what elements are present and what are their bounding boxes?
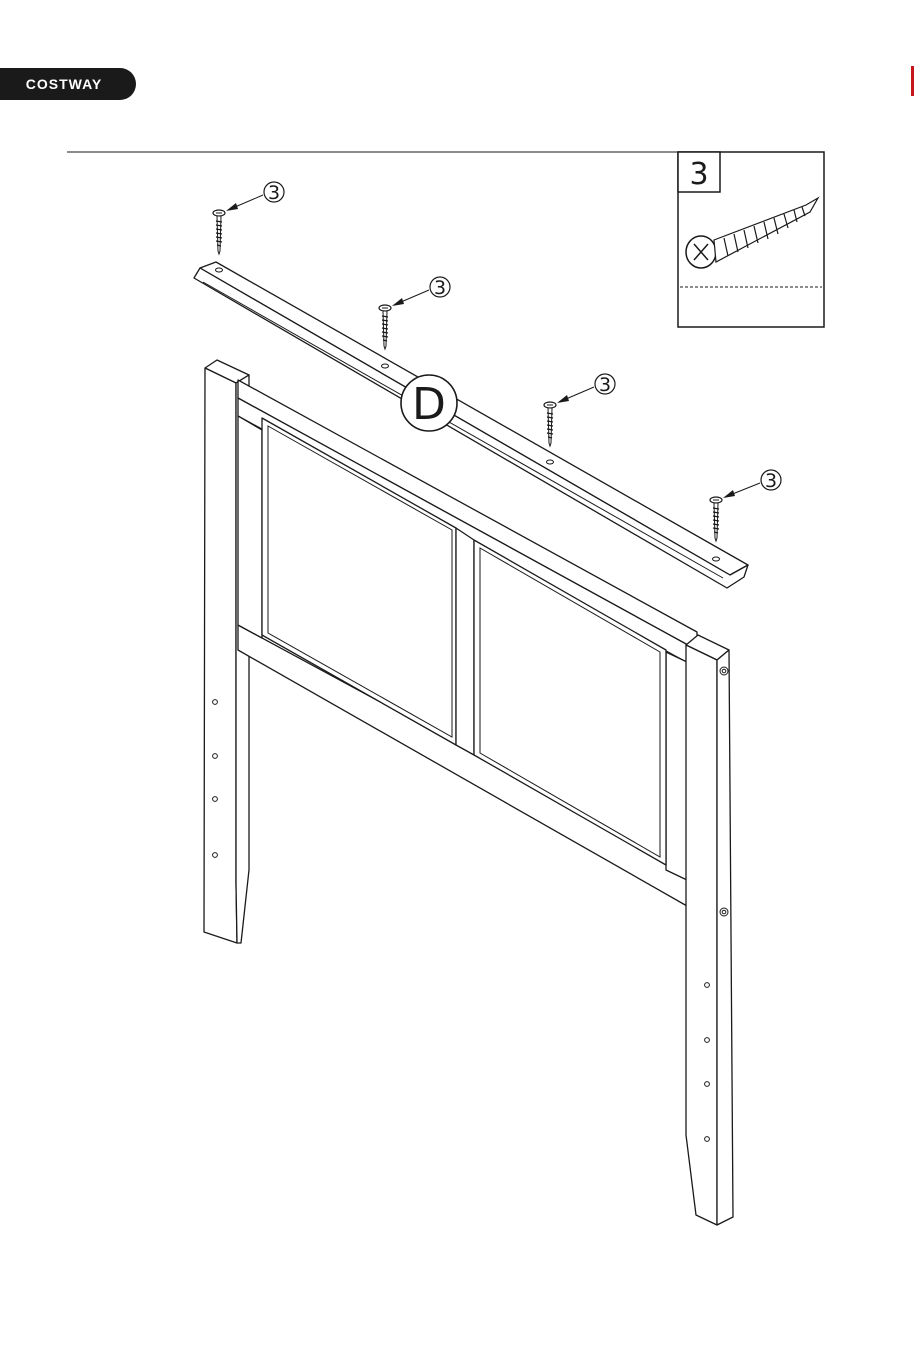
screw-icon xyxy=(544,402,556,446)
callout-number: 3 xyxy=(268,182,280,204)
callout-number: 3 xyxy=(765,470,777,492)
screw-icon xyxy=(213,210,225,254)
hardware-box: 3 xyxy=(678,152,824,327)
screw-icon xyxy=(710,497,722,541)
part-letter: D xyxy=(412,379,446,430)
callout-number: 3 xyxy=(434,277,446,299)
screw-callout: 3 xyxy=(226,182,284,211)
screw-icon xyxy=(379,305,391,349)
screw-callout: 3 xyxy=(557,374,615,403)
screw-callout: 3 xyxy=(723,470,781,498)
right-post xyxy=(686,635,733,1225)
hardware-part-number: 3 xyxy=(689,157,708,192)
callout-number: 3 xyxy=(599,374,611,396)
screw-callout: 3 xyxy=(392,277,450,306)
part-label: D xyxy=(401,375,457,431)
